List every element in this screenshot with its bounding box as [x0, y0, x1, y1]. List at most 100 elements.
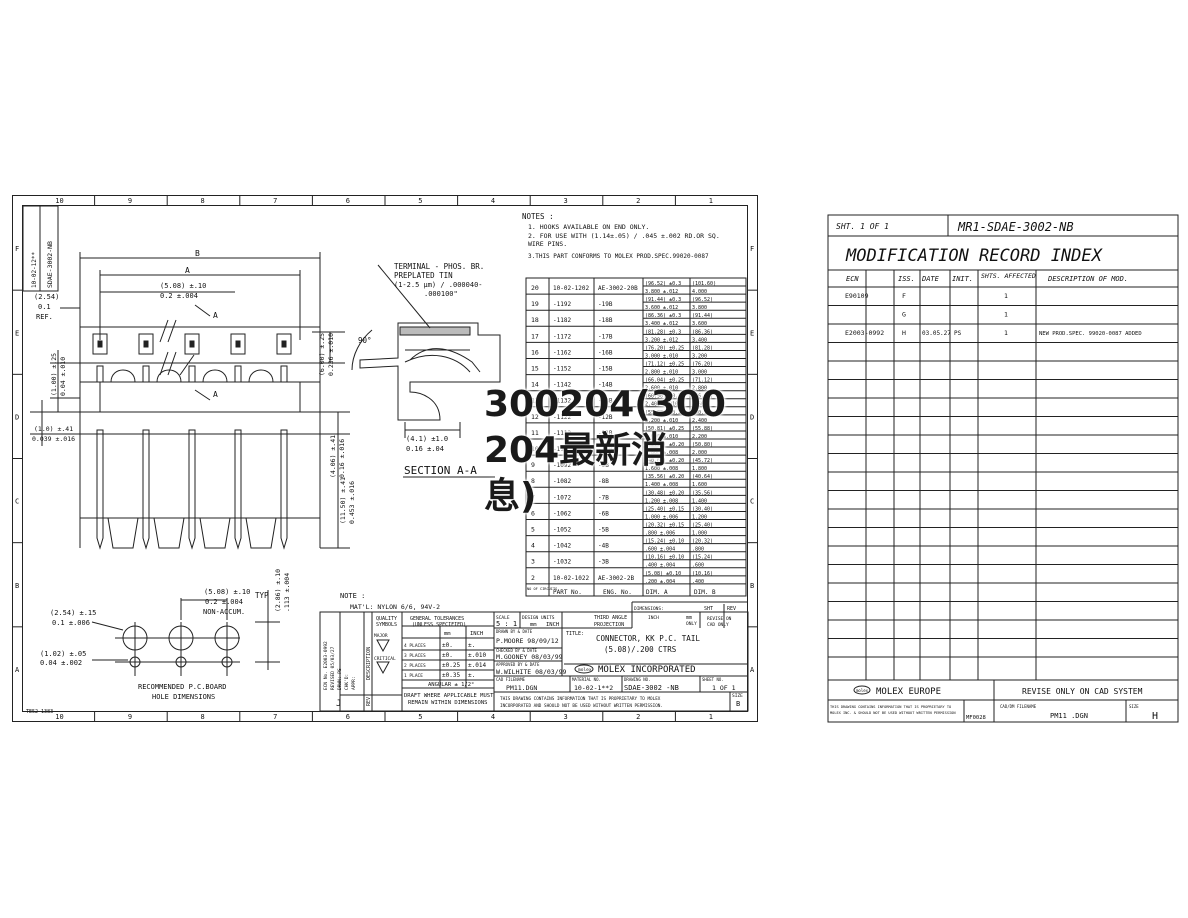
- table-circuits: 10: [531, 445, 539, 453]
- table-dim-a-inch: .400 ±.004: [645, 563, 675, 569]
- svg-text:(11.50) ±.41: (11.50) ±.41: [339, 477, 347, 524]
- table-circuits: 14: [531, 381, 539, 389]
- mod-header-ecn: ECN: [846, 275, 859, 283]
- zone-row-label: E: [15, 329, 19, 337]
- table-dim-a-inch: 1.600 ±.008: [645, 466, 678, 472]
- mod-header-init: INIT.: [952, 275, 973, 283]
- approved-label: APPROVED BY & DATE: [496, 662, 540, 667]
- mod-cad-label: CAD/DM FILENAME: [1000, 704, 1037, 709]
- table-part-no: -1152: [553, 366, 571, 373]
- svg-text:0.453 ±.016: 0.453 ±.016: [348, 481, 356, 524]
- table-circuits: 7: [531, 493, 535, 501]
- zone-column-label: 5: [418, 713, 422, 721]
- table-circuits: 12: [531, 413, 539, 421]
- zone-column-label: 8: [201, 197, 205, 205]
- table-dim-a: (30.48) ±0.20: [645, 490, 684, 496]
- rotated-material-no: 10-02-12**: [31, 251, 38, 288]
- section-a-a: [351, 264, 501, 478]
- zone-column-label: 6: [346, 713, 350, 721]
- mod-header-shts: SHTS. AFFECTED: [981, 272, 1036, 280]
- zone-column-label: 1: [709, 713, 713, 721]
- table-part-no: -1122: [553, 414, 571, 421]
- company-name: MOLEX INCORPORATED: [598, 665, 696, 675]
- table-dim-b: (96.52): [692, 297, 713, 303]
- zone-row-label: C: [750, 498, 754, 506]
- cad-label: CAD FILENAME: [496, 677, 525, 682]
- side-view-labels: (1.0) ±.41 0.039 ±.016 (4.06) ±.41 0.16 …: [32, 425, 356, 524]
- tol-mm: ±0.25: [442, 662, 460, 669]
- zone-column-label: 9: [128, 197, 132, 205]
- table-dim-a-inch: 1.400 ±.008: [645, 482, 678, 488]
- zone-column-label: 8: [201, 713, 205, 721]
- table-dim-b: (40.64): [692, 474, 713, 480]
- note-2: 2. FOR USE WITH (1.14±.05) / .045 ±.002 …: [528, 232, 720, 240]
- zone-column-label: 5: [418, 197, 422, 205]
- tol-inch: ±.: [468, 642, 475, 649]
- svg-text:(4.06) ±.41: (4.06) ±.41: [329, 435, 337, 478]
- table-eng-no: AE-3002-2B: [598, 575, 635, 582]
- table-dim-a: (10.16) ±0.10: [645, 555, 684, 561]
- table-part-no: -1172: [553, 333, 571, 340]
- table-dim-a-inch: 2.400 ±.010: [645, 402, 678, 408]
- draft-note: REMAIN WITHIN DIMENSIONS: [408, 700, 487, 706]
- table-dim-b-inch: 2.400: [692, 418, 707, 424]
- table-header-dim-b: DIM. B: [694, 589, 716, 596]
- table-circuits: 17: [531, 332, 539, 340]
- sheet-no: 1 OF 1: [712, 684, 736, 692]
- revision-line: REVISED 05/03/27: [330, 646, 336, 690]
- sheet-label: SHEET NO.: [702, 677, 724, 682]
- table-dim-b: (45.72): [692, 458, 713, 464]
- zone-column-label: 1: [709, 197, 713, 205]
- checked-by: M.GOONEY 08/03/99: [496, 653, 563, 661]
- svg-text:(2.54) ±.15: (2.54) ±.15: [50, 609, 96, 617]
- table-dim-a-inch: .200 ±.004: [645, 579, 675, 585]
- tol-inch: ±.010: [468, 652, 486, 659]
- table-dim-a-inch: 2.600 ±.010: [645, 386, 678, 392]
- proprietary-notice: THIS DRAWING CONTAINS INFORMATION THAT I…: [500, 696, 661, 702]
- tol-mm: ±0.: [442, 642, 453, 649]
- angular-tolerance: ANGULAR ± 1/2°: [428, 682, 474, 688]
- general-tolerances: (UNLESS SPECIFIED): [412, 622, 466, 628]
- svg-text:0.1: 0.1: [38, 303, 51, 311]
- drawn-by: P.MOORE 98/09/12: [496, 637, 559, 645]
- mod-row-iss: G: [902, 311, 906, 319]
- table-part-no: -1142: [553, 382, 571, 389]
- table-dim-b-inch: 3.200: [692, 353, 707, 359]
- svg-text:(2.54): (2.54): [34, 293, 59, 301]
- svg-text:0.04 ±.010: 0.04 ±.010: [59, 357, 67, 396]
- table-dim-a: (55.88) ±0.25: [645, 410, 684, 416]
- mod-row-init: PS: [954, 330, 962, 337]
- zone-column-label: 10: [55, 713, 63, 721]
- table-eng-no: AE-3002-20B: [598, 285, 638, 292]
- table-part-no: 10-02-1022: [553, 575, 590, 582]
- table-part-no: -1052: [553, 527, 571, 534]
- revise-label: CAD ONLY: [707, 622, 729, 628]
- table-dim-b: (50.80): [692, 442, 713, 448]
- table-dim-a-inch: 3.800 ±.012: [645, 289, 678, 295]
- table-dim-a-inch: 2.000 ±.010: [645, 434, 678, 440]
- table-dim-a: (25.40) ±0.15: [645, 506, 684, 512]
- quality-label: SYMBOLS: [376, 622, 397, 628]
- note-1: 1. HOOKS AVAILABLE ON END ONLY.: [528, 223, 649, 231]
- zone-column-label: 7: [273, 197, 277, 205]
- critical-label: CRITICAL: [374, 656, 396, 662]
- svg-text:(5.08) ±.10: (5.08) ±.10: [160, 282, 206, 290]
- table-dim-b-inch: 3.600: [692, 321, 707, 327]
- note-3: 3.THIS PART CONFORMS TO MOLEX PROD.SPEC.…: [528, 253, 709, 260]
- table-dim-b-inch: .600: [692, 563, 704, 569]
- zone-column-label: 9: [128, 713, 132, 721]
- table-eng-no: -10B: [598, 446, 613, 453]
- table-dim-a: (91.44) ±0.3: [645, 297, 681, 303]
- table-dim-b-inch: 1.000: [692, 531, 707, 537]
- rotated-drawing-no: SDAE-3002-NB: [46, 241, 54, 288]
- part-number-table: [525, 277, 747, 597]
- tol-inch-header: INCH: [470, 631, 483, 637]
- mod-row-shts: 1: [1004, 329, 1008, 337]
- mod-sheet: SHT. 1 OF 1: [836, 222, 889, 231]
- drawing-title: CONNECTOR, KK P.C. TAIL: [596, 634, 700, 643]
- approved-by: W.WILHITE 08/03/99: [496, 668, 567, 676]
- table-circuits: 16: [531, 348, 539, 356]
- table-dim-b: (25.40): [692, 523, 713, 529]
